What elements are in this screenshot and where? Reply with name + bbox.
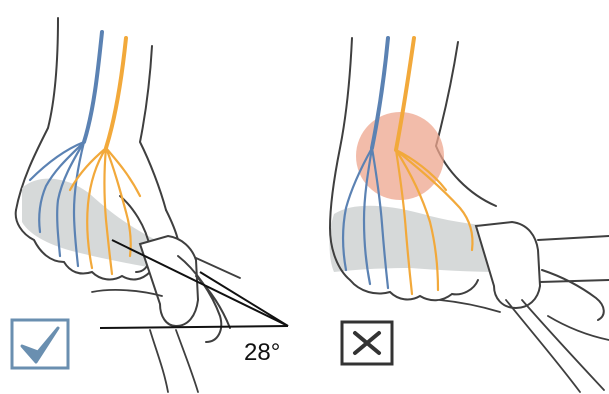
correct-wrist-illustration: 28° xyxy=(16,18,288,392)
angle-line-horizontal xyxy=(100,326,288,328)
nerve-blue-main xyxy=(84,32,102,142)
angle-label: 28° xyxy=(244,339,280,366)
nerve-orange-main xyxy=(106,38,126,148)
handlebar-grip xyxy=(140,236,198,326)
brake-cables-right xyxy=(440,300,609,392)
bar-tube-right xyxy=(538,236,609,320)
angle-line-forearm xyxy=(112,240,288,326)
grip-pressure-zone-right xyxy=(330,206,505,272)
checkmark-icon xyxy=(22,328,58,362)
cross-box xyxy=(342,322,392,364)
cross-icon xyxy=(355,333,379,353)
checkmark-box xyxy=(12,320,68,368)
